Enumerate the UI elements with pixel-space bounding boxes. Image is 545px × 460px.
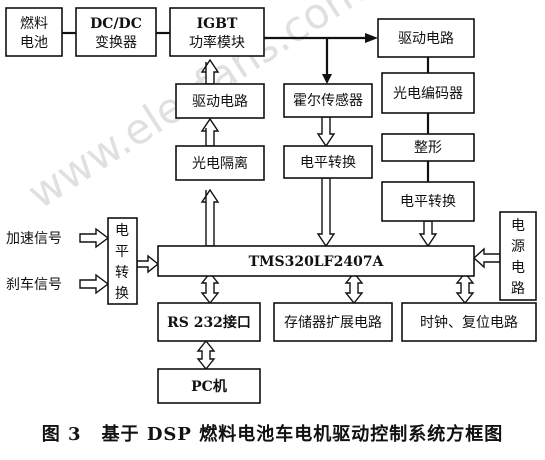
figure-number: 图 3 bbox=[41, 424, 82, 445]
level-shift-right-label: 电平转换 bbox=[400, 193, 456, 210]
level-shift-left-char-1: 电 bbox=[115, 223, 129, 239]
drive-left-label: 驱动电路 bbox=[192, 94, 248, 110]
rs232-box: RS 232接口 bbox=[157, 302, 261, 342]
arrow-rs232-pc bbox=[196, 339, 216, 371]
level-shift-left-char-4: 换 bbox=[115, 285, 129, 302]
dcdc-label-2: 变换器 bbox=[95, 34, 137, 51]
dsp-box: TMS320LF2407A bbox=[157, 245, 475, 277]
arrow-level-to-dsp bbox=[316, 177, 336, 248]
drive-right-label: 驱动电路 bbox=[398, 31, 454, 47]
opto-isolation-box: 光电隔离 bbox=[175, 145, 265, 181]
shaping-label: 整形 bbox=[414, 140, 442, 156]
arrow-dsp-memory bbox=[344, 271, 364, 305]
fuel-cell-label-1: 燃料 bbox=[20, 15, 48, 32]
igbt-module-box: IGBT 功率模块 bbox=[169, 7, 265, 57]
arrow-opto-to-drive bbox=[200, 117, 220, 147]
hall-sensor-label: 霍尔传感器 bbox=[293, 92, 363, 109]
arrow-power-to-dsp bbox=[472, 247, 501, 269]
arrow-dsp-rs232 bbox=[200, 271, 220, 305]
photo-encoder-label: 光电编码器 bbox=[393, 86, 463, 102]
level-shift-left-char-3: 转 bbox=[115, 265, 129, 281]
arrow-to-drive-right bbox=[365, 33, 378, 43]
level-shift-left-char-2: 平 bbox=[115, 244, 129, 260]
arrow-to-hall bbox=[322, 74, 332, 84]
memory-ext-label: 存储器扩展电路 bbox=[284, 315, 382, 331]
arrow-accel-input bbox=[79, 227, 110, 249]
accel-signal-label: 加速信号 bbox=[6, 231, 62, 247]
pc-label: PC机 bbox=[191, 378, 227, 395]
pc-box: PC机 bbox=[157, 368, 261, 404]
clock-reset-box: 时钟、复位电路 bbox=[401, 302, 537, 342]
dcdc-label-1: DC/DC bbox=[90, 16, 142, 32]
brake-signal-label: 刹车信号 bbox=[6, 276, 62, 293]
arrow-hall-to-level bbox=[316, 116, 336, 148]
level-shift-right-box: 电平转换 bbox=[381, 181, 475, 222]
power-circuit-char-2: 源 bbox=[511, 239, 525, 255]
arrow-brake-input bbox=[79, 273, 110, 295]
clock-reset-label: 时钟、复位电路 bbox=[420, 314, 518, 331]
arrow-level-right-to-dsp bbox=[418, 220, 438, 248]
hall-sensor-box: 霍尔传感器 bbox=[283, 83, 373, 118]
arrow-dsp-to-opto bbox=[200, 188, 220, 247]
fuel-cell-box: 燃料 电池 bbox=[5, 7, 63, 57]
power-circuit-box: 电 源 电 路 bbox=[499, 211, 537, 301]
dsp-label: TMS320LF2407A bbox=[249, 254, 385, 270]
power-circuit-char-1: 电 bbox=[511, 218, 525, 234]
figure-caption: 图 3 基于 DSP 燃料电池车电机驱动控制系统方框图 bbox=[0, 420, 545, 446]
igbt-label-1: IGBT bbox=[197, 16, 238, 32]
block-diagram: www.elecfans.com 燃料 电池 DC/DC 变换器 bbox=[5, 0, 537, 404]
memory-ext-box: 存储器扩展电路 bbox=[273, 302, 393, 342]
opto-isolation-label: 光电隔离 bbox=[192, 155, 248, 172]
arrow-levelshift-to-dsp bbox=[136, 254, 160, 274]
level-shift-mid-box: 电平转换 bbox=[283, 145, 373, 179]
rs232-label: RS 232接口 bbox=[167, 314, 251, 331]
power-circuit-char-4: 路 bbox=[511, 281, 525, 297]
drive-circuit-right-box: 驱动电路 bbox=[377, 18, 475, 58]
power-circuit-char-3: 电 bbox=[511, 260, 525, 276]
figure-title: 基于 DSP 燃料电池车电机驱动控制系统方框图 bbox=[101, 424, 504, 445]
level-shift-mid-label: 电平转换 bbox=[300, 154, 356, 171]
shaping-box: 整形 bbox=[381, 133, 475, 162]
dcdc-converter-box: DC/DC 变换器 bbox=[75, 7, 157, 57]
fuel-cell-label-2: 电池 bbox=[20, 35, 48, 51]
drive-circuit-left-box: 驱动电路 bbox=[175, 83, 265, 119]
photo-encoder-box: 光电编码器 bbox=[381, 72, 475, 114]
igbt-label-2: 功率模块 bbox=[189, 34, 245, 51]
arrow-dsp-clock bbox=[455, 271, 475, 305]
level-shift-left-box: 电 平 转 换 bbox=[107, 217, 138, 305]
